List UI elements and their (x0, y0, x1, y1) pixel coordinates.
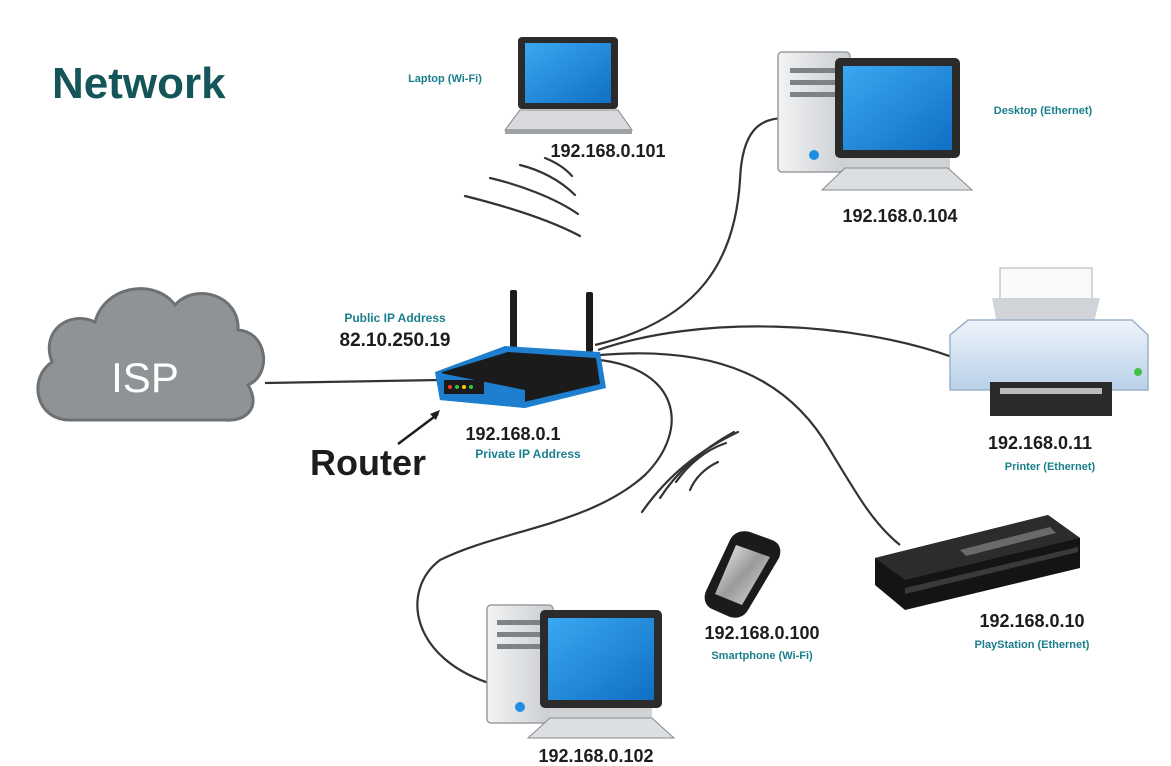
cable-router-desktop-top (594, 116, 786, 347)
cable-router-playstation (599, 352, 901, 546)
cables (264, 116, 956, 687)
desktop-top-icon (777, 51, 974, 191)
diagram-title: Network (52, 59, 226, 108)
private-ip: 192.168.0.1 (465, 424, 560, 444)
desktop-bottom-icon (486, 604, 676, 739)
smartphone-icon (704, 531, 781, 618)
public-ip: 82.10.250.19 (340, 330, 451, 351)
smartphone-ip: 192.168.0.100 (704, 623, 819, 643)
private-ip-caption: Private IP Address (475, 447, 581, 461)
printer-icon (949, 267, 1149, 416)
laptop-label: Laptop (Wi-Fi) (408, 73, 482, 85)
cable-isp-router (264, 378, 441, 385)
playstation-ip: 192.168.0.10 (979, 611, 1084, 631)
isp-cloud: ISP (36, 287, 265, 422)
router-label: Router (310, 442, 426, 483)
public-ip-caption: Public IP Address (344, 311, 446, 325)
desktop-bottom-ip: 192.168.0.102 (538, 746, 653, 766)
desktop-top-label: Desktop (Ethernet) (994, 105, 1093, 117)
printer-ip: 192.168.0.11 (988, 433, 1092, 453)
router-icon (435, 290, 606, 408)
desktop-top-ip: 192.168.0.104 (842, 206, 957, 226)
laptop-icon (504, 37, 633, 134)
router-arrow-icon (397, 413, 439, 445)
laptop-ip: 192.168.0.101 (550, 141, 665, 161)
wifi-waves-laptop (463, 156, 582, 238)
playstation-label: PlayStation (Ethernet) (975, 639, 1090, 651)
smartphone-label: Smartphone (Wi-Fi) (711, 650, 813, 662)
cable-router-desktop-bottom (416, 358, 673, 687)
cable-router-printer (597, 325, 956, 360)
isp-label: ISP (111, 354, 179, 401)
wifi-waves-smartphone (640, 430, 740, 514)
printer-label: Printer (Ethernet) (1005, 461, 1096, 473)
playstation-icon (875, 515, 1080, 610)
